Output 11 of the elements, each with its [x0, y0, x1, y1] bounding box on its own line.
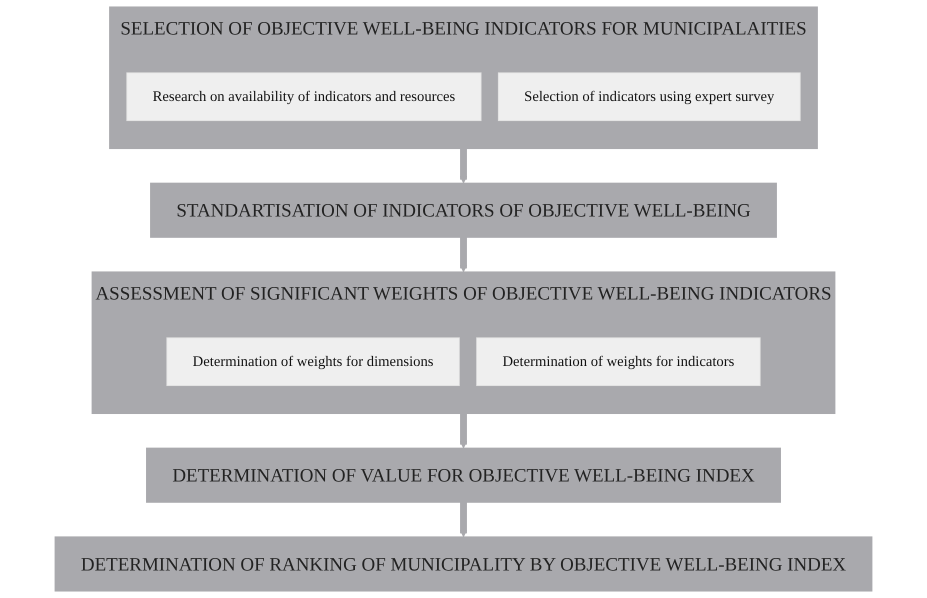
arrow — [460, 236, 468, 272]
node-box: STANDARTISATION OF INDICATORS OF OBJECTIVE WELL-BEING — [150, 182, 777, 238]
node-box: DETERMINATION OF VALUE FOR OBJECTIVE WELL-BEING INDEX — [146, 448, 781, 503]
arrow — [460, 148, 468, 184]
node-box: Determination of weights for indicators — [476, 337, 761, 386]
arrow — [460, 502, 468, 538]
node-box: Determination of weights for dimensions — [166, 337, 460, 386]
node-box: Research on availability of indicators and resources — [126, 72, 482, 122]
node-box: DETERMINATION OF RANKING OF MUNICIPALITY BY OBJECTIVE WELL-BEING INDEX — [54, 536, 872, 592]
node-box: Selection of indicators using expert survey — [498, 72, 801, 122]
arrow — [460, 413, 468, 448]
